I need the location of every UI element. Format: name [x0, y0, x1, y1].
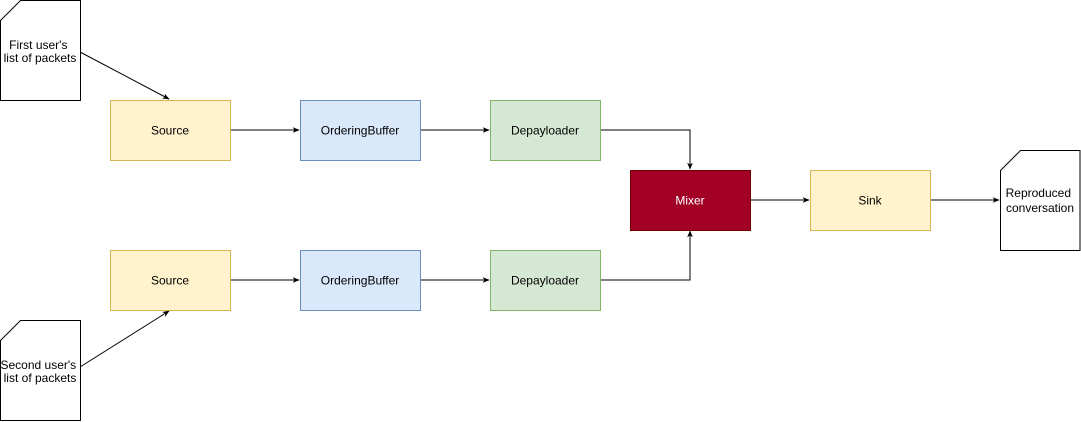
node-box — [630, 170, 751, 231]
node-box — [490, 250, 601, 311]
node-box — [110, 100, 231, 161]
document-label-line1: Reproduced — [1006, 186, 1071, 200]
source-bottom-node[interactable]: Source — [110, 250, 231, 311]
node-label: Source — [151, 274, 189, 288]
node-label: Depayloader — [511, 274, 579, 288]
document-shape — [0, 0, 81, 101]
edge-first-user-to-source — [79, 51, 170, 100]
sink-node[interactable]: Sink — [810, 170, 931, 231]
node-label: OrderingBuffer — [321, 124, 400, 138]
node-label: OrderingBuffer — [321, 274, 400, 288]
edge-second-user-to-source — [79, 310, 170, 368]
depayloader-top-node[interactable]: Depayloader — [490, 100, 601, 161]
ordering-buffer-top-node[interactable]: OrderingBuffer — [300, 100, 421, 161]
node-label: Sink — [858, 194, 882, 208]
node-label: Depayloader — [511, 124, 579, 138]
document-label-line1: Second user's — [0, 358, 76, 372]
edge-depay-bottom-to-mixer — [600, 230, 693, 281]
svg-text:Reproduced conversation: Reproduced conversation — [1006, 186, 1075, 215]
node-box — [300, 100, 421, 161]
mixer-node[interactable]: Mixer — [630, 170, 751, 231]
document-shape — [0, 320, 81, 421]
document-label-line2: list of packets — [4, 371, 77, 385]
node-box — [810, 170, 931, 231]
document-label-line2: list of packets — [4, 51, 77, 65]
edges — [79, 51, 1000, 368]
depayloader-bottom-node[interactable]: Depayloader — [490, 250, 601, 311]
node-box — [110, 250, 231, 311]
document-second-user-packets[interactable]: Second user's list of packets — [0, 320, 81, 421]
svg-text:First user's list of pac: First user's list of packets — [4, 38, 77, 65]
node-label: Mixer — [675, 194, 704, 208]
node-box — [490, 100, 601, 161]
node-box — [300, 250, 421, 311]
source-top-node[interactable]: Source — [110, 100, 231, 161]
edge-depay-top-to-mixer — [600, 129, 693, 170]
document-reproduced-conversation[interactable]: Reproduced conversation — [1000, 150, 1081, 251]
svg-text:Second user's list of pa: Second user's list of packets — [0, 358, 79, 385]
document-shape — [1000, 150, 1081, 251]
document-label-line2: conversation — [1006, 201, 1074, 215]
document-first-user-packets[interactable]: First user's list of packets — [0, 0, 81, 101]
document-label-line1: First user's — [9, 38, 67, 52]
node-label: Source — [151, 124, 189, 138]
ordering-buffer-bottom-node[interactable]: OrderingBuffer — [300, 250, 421, 311]
